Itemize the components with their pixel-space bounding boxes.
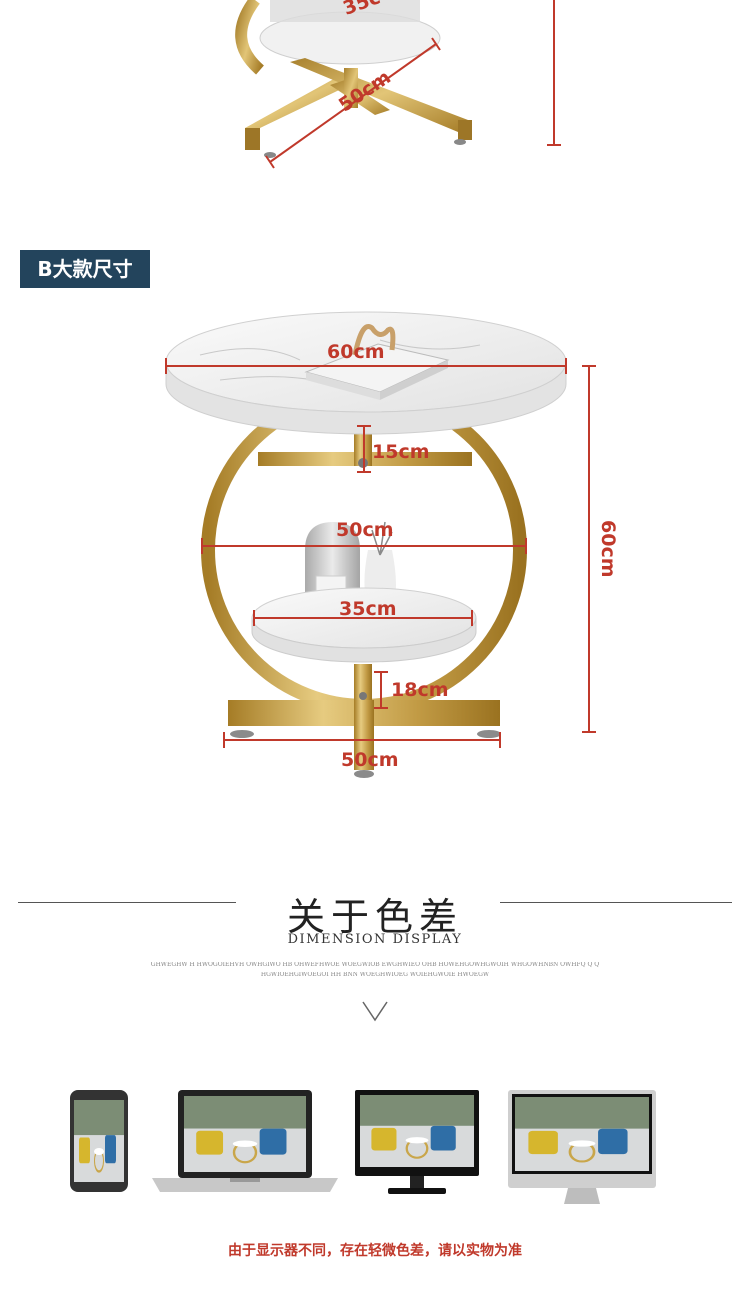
dim-shelf-width: 35cm xyxy=(339,598,397,620)
filler-text-line-2: HGWIOEHGIWOEGOI HH BNN WOEGHWIOEG WOIEHG… xyxy=(260,972,490,978)
dim-base-width: 50cm xyxy=(341,749,399,771)
monitor-device xyxy=(355,1090,479,1194)
dim-ring-width: 50cm xyxy=(336,519,394,541)
section-subtitle: DIMENSION DISPLAY xyxy=(287,932,463,947)
divider-right xyxy=(500,902,732,903)
table-a-illustration xyxy=(235,0,561,169)
dim-gap: 15cm xyxy=(372,441,430,463)
imac-device xyxy=(508,1090,656,1204)
divider-left xyxy=(18,902,236,903)
dim-base-gap: 18cm xyxy=(391,679,449,701)
phone-device xyxy=(70,1090,128,1192)
size-b-banner: B大款尺寸 xyxy=(20,250,150,288)
dim-height: 60cm xyxy=(597,520,619,578)
section-title: 关于色差 xyxy=(286,895,463,939)
table-b-illustration xyxy=(165,311,596,778)
dim-top-width: 60cm xyxy=(327,341,385,363)
filler-text-line-1: GHWEGHW H HWOGOIEHVH OWHGIWO HB OHWEFHWO… xyxy=(150,962,600,968)
color-difference-note: 由于显示器不同，存在轻微色差，请以实物为准 xyxy=(228,1243,522,1259)
device-illustrations xyxy=(70,1090,656,1204)
chevron-down-icon xyxy=(362,1001,388,1022)
laptop-device xyxy=(152,1090,338,1192)
